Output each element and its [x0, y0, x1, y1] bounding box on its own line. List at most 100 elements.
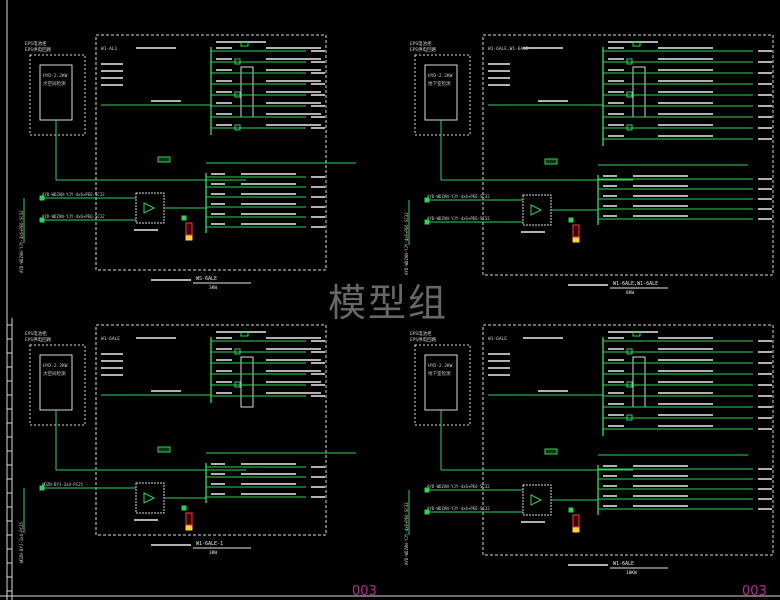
- panel-3-lower-breaker-tag: [211, 463, 225, 465]
- panel-4-vertical-cable-label: AYD-WDZAN-YJY-4x6+PE6-SC32: [404, 502, 409, 565]
- panel-4-upper-meter: [632, 356, 646, 408]
- panel-3-load-tag: [311, 362, 325, 364]
- panel-4-header-marker: [632, 331, 641, 337]
- panel-4-lower-load-tag: [758, 468, 772, 470]
- panel-2-eps-desc: 地下室检测: [428, 80, 451, 87]
- panel-2-lower-cable-tag: [633, 215, 688, 217]
- panel-3-lower-breaker-tag: [211, 473, 225, 475]
- panel-2-header-note: [523, 47, 563, 49]
- panel-2-spec-note: [488, 70, 510, 72]
- panel-1-lower-load-tag: [311, 176, 325, 178]
- panel-1-relay-dot: [181, 215, 187, 221]
- panel-4-lower-cable-tag: [633, 465, 688, 467]
- panel-4-cable-tag: [658, 359, 713, 361]
- panel-3-feeder-tag: [151, 390, 181, 392]
- panel-4-eps-desc: 地下室检测: [428, 370, 451, 377]
- panel-2-load-tag: [758, 50, 772, 52]
- panel-3-incoming-label: WDZN-BYJ-3x4-PC25: [42, 482, 84, 487]
- panel-4-main-label: W1-6ALE: [488, 336, 507, 342]
- panel-2-incoming-node: [424, 219, 430, 225]
- panel-4-cable-tag: [658, 348, 713, 350]
- panel-2-lower-breaker-tag: [603, 175, 617, 177]
- panel-1-eps-cabinet: [29, 54, 86, 136]
- panel-1-lower-cable-tag: [241, 173, 296, 175]
- panel-4-feeder-tag: [538, 390, 568, 392]
- panel-3-spec-note: [101, 374, 123, 376]
- panel-3-header-marker: [240, 331, 249, 337]
- panel-1-breaker-tag: [216, 102, 232, 104]
- panel-3-eps-desc: 大空间检测: [43, 370, 66, 377]
- panel-1-vertical-cable-label: AYD-WDZAN-YJY-4x6+PE6-SC32: [19, 210, 24, 273]
- panel-2-cable-tag: [658, 47, 713, 49]
- panel-4-breaker-tag: [608, 381, 624, 383]
- panel-1-eps-desc: 大空间检测: [43, 80, 66, 87]
- panel-1-indicator-yellow: [185, 235, 193, 241]
- panel-3-lower-load-tag: [311, 486, 325, 488]
- panel-2-lower-breaker-tag: [603, 195, 617, 197]
- panel-1-load-tag: [311, 116, 325, 118]
- panel-1-lower-breaker-tag: [211, 193, 225, 195]
- panel-1-breaker-tag: [216, 47, 232, 49]
- panel-1-breaker-tag: [216, 124, 232, 126]
- panel-2-cable-tag: [658, 91, 713, 93]
- panel-2-load-tag: [758, 94, 772, 96]
- panel-1-lower-cable-tag: [241, 213, 296, 215]
- panel-2-spec-note: [488, 63, 510, 65]
- panel-1-header-note: [136, 47, 176, 49]
- panel-2-breaker-tag: [608, 102, 624, 104]
- panel-1-load-tag: [311, 127, 325, 129]
- panel-3-spec-note: [101, 353, 123, 355]
- panel-4-load-tag: [758, 406, 772, 408]
- panel-4-cable-tag: [658, 403, 713, 405]
- panel-4-ats-symbol: [530, 494, 543, 506]
- panel-2-eps-cabinet: [414, 54, 471, 136]
- panel-2-load-tag: [758, 72, 772, 74]
- panel-3-footer-code: 3KW: [209, 550, 217, 556]
- panel-3-ats-tag: [134, 519, 158, 521]
- panel-3-cable-tag: [266, 370, 321, 372]
- panel-2-eps-title: EPS电池柜: [410, 40, 432, 47]
- panel-2-indicator-red: [572, 224, 580, 238]
- panel-3-lower-cable-tag: [241, 493, 296, 495]
- panel-2-enclosure: [482, 34, 774, 276]
- panel-3-eps-model: HYD-2.2KW: [43, 363, 68, 369]
- panel-1-main-label: W1-AL1: [101, 46, 118, 52]
- panel-3-lower-load-tag: [311, 476, 325, 478]
- panel-3-lower-cable-tag: [241, 473, 296, 475]
- panel-3-lower-load-tag: [311, 466, 325, 468]
- panel-3-vertical-cable-label: WDZN-BYJ-3x4-PC25: [19, 521, 24, 563]
- panel-2-feeder-tag: [538, 100, 568, 102]
- panel-4-footer-note: [568, 564, 608, 566]
- panel-1-lower-breaker-tag: [211, 223, 225, 225]
- panel-1-spec-note: [101, 63, 123, 65]
- panel-2-load-tag: [758, 105, 772, 107]
- panel-1-breaker-tag: [216, 80, 232, 82]
- panel-4-breaker-tag: [608, 425, 624, 427]
- panel-3-ats-switch: [135, 482, 165, 514]
- panel-1-eps-subtitle: EPS供电回路: [25, 46, 52, 53]
- panel-4-spec-note: [488, 367, 510, 369]
- panel-1-cable-tag: [266, 91, 321, 93]
- panel-4-lower-cable-tag: [633, 505, 688, 507]
- panel-1-feeder-tag: [151, 100, 181, 102]
- panel-1-lower-cable-tag: [241, 193, 296, 195]
- panel-2-switch-symbol: [626, 91, 633, 98]
- panel-1-spec-note: [101, 70, 123, 72]
- panel-1-load-tag: [311, 72, 325, 74]
- panel-2-cable-tag: [658, 124, 713, 126]
- panel-4-load-tag: [758, 384, 772, 386]
- panel-1-cable-tag: [266, 69, 321, 71]
- panel-4-breaker-tag: [608, 403, 624, 405]
- panel-2-switch-symbol: [626, 58, 633, 65]
- panel-1-switch-symbol: [234, 124, 241, 131]
- panel-2-incoming-label: AYD-WDZAN-YJY-4x6+PE6-SC32: [427, 194, 490, 199]
- panel-2-breaker-tag: [608, 113, 624, 115]
- panel-1-incoming-label: AYD-WDZAN-YJY-4x6+PE6-SC32: [42, 192, 105, 197]
- panel-2-footer-note: [568, 284, 608, 286]
- panel-2-incoming-label: AYD-WDZAN-YJY-4x6+PE6-SC32: [427, 216, 490, 221]
- panel-1-cable-tag: [266, 124, 321, 126]
- panel-3-switch-symbol: [234, 348, 241, 355]
- panel-4-breaker-tag: [608, 392, 624, 394]
- panel-1-cable-tag: [266, 102, 321, 104]
